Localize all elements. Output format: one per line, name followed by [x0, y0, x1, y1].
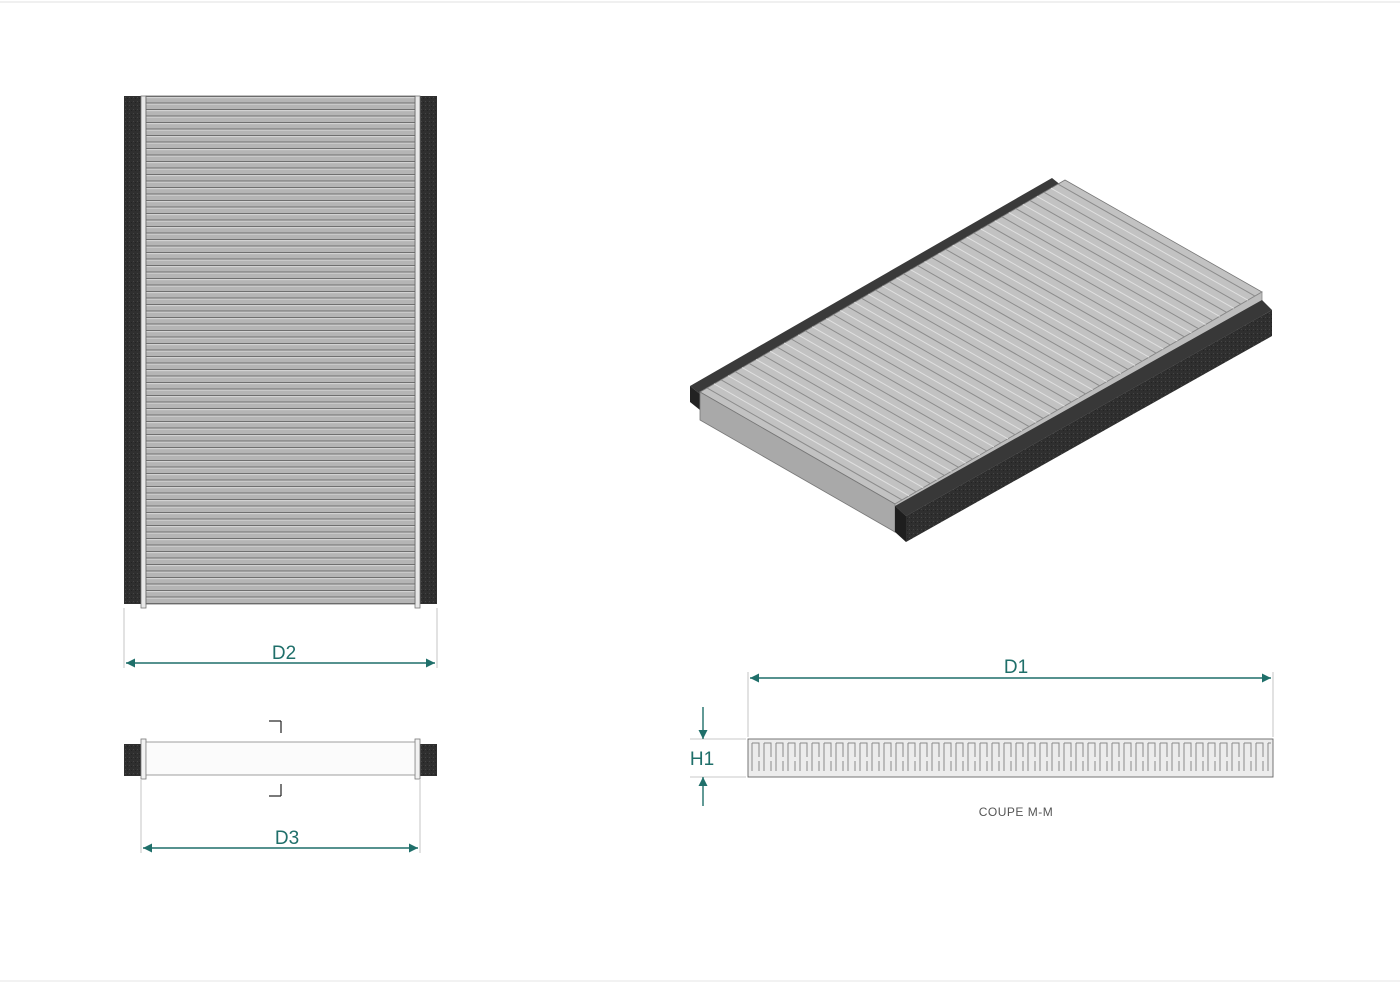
section-caption: COUPE M-M — [979, 805, 1054, 819]
iso-pleat-line — [1008, 212, 1206, 326]
iso-pleat-line — [805, 330, 1002, 444]
isometric-view — [690, 178, 1272, 542]
side-right-rail — [414, 738, 421, 780]
iso-pleat-line — [917, 265, 1115, 379]
iso-pleat-line — [1015, 208, 1213, 321]
iso-pleat-line — [861, 297, 1058, 411]
iso-pleat-line — [727, 375, 924, 489]
iso-pleat-line — [783, 342, 980, 456]
dimension-label-d2: D2 — [272, 643, 296, 664]
iso-pleat-line — [868, 293, 1065, 407]
iso-pleat-line — [840, 310, 1037, 423]
iso-pleat-line — [847, 305, 1044, 419]
iso-pleat-line — [966, 236, 1164, 350]
dimension-label-d3: D3 — [275, 828, 299, 849]
iso-pleat-line — [776, 346, 973, 460]
side-right-foam — [420, 744, 437, 776]
iso-pleat-line — [945, 248, 1143, 362]
front-view — [124, 95, 437, 609]
section-view — [747, 738, 1274, 778]
iso-pleat-line — [931, 257, 1129, 370]
iso-pleat-line — [720, 379, 917, 493]
iso-pleat-line — [938, 252, 1136, 366]
iso-pleat-line — [973, 232, 1171, 346]
iso-pleat-line — [882, 285, 1079, 399]
dimension-d2: D2 — [123, 608, 438, 668]
dimension-h1: H1 — [690, 707, 746, 806]
iso-pleat-line — [769, 350, 966, 464]
iso-back-foam-front — [690, 386, 700, 410]
iso-pleat-line — [952, 244, 1150, 358]
iso-pleat-line — [980, 228, 1178, 342]
side-left-foam — [124, 744, 141, 776]
iso-pleat-line — [875, 289, 1072, 403]
left-foam-seal — [124, 96, 141, 604]
left-frame-rail — [140, 95, 147, 609]
iso-pleat-line — [812, 326, 1009, 440]
iso-pleat-line — [713, 383, 910, 497]
pleated-media — [145, 95, 416, 605]
iso-pleat-line — [1029, 199, 1227, 313]
iso-pleat-line — [826, 318, 1023, 432]
iso-pleat-line — [1043, 191, 1242, 305]
side-media — [145, 741, 416, 776]
iso-pleat-line — [1001, 216, 1199, 330]
iso-pleat-line — [854, 301, 1051, 415]
iso-pleat-line — [1050, 187, 1249, 301]
right-frame-rail — [414, 95, 421, 609]
iso-front-foam-side — [906, 310, 1272, 542]
section-pleat-pattern — [750, 741, 1271, 775]
right-foam-seal — [420, 96, 437, 604]
iso-pleat-line — [959, 240, 1157, 354]
iso-pleat-line — [1022, 204, 1220, 317]
iso-pleat-line — [755, 358, 952, 472]
iso-pleat-lines — [706, 183, 1256, 501]
iso-pleat-line — [833, 314, 1030, 427]
iso-pleat-line — [741, 367, 938, 480]
iso-pleat-line — [791, 338, 987, 452]
dimension-d1: D1 — [747, 657, 1274, 737]
iso-pleat-line — [1036, 195, 1235, 309]
iso-pleat-line — [987, 224, 1185, 338]
dimension-label-h1: H1 — [690, 749, 714, 770]
iso-pleat-line — [819, 322, 1016, 436]
iso-pleat-line — [924, 261, 1122, 374]
iso-pleat-line — [748, 363, 945, 476]
dimension-label-d1: D1 — [1004, 657, 1028, 678]
iso-back-foam-top — [690, 178, 1062, 394]
iso-pleat-line — [1057, 183, 1256, 297]
iso-pleat-line — [734, 371, 931, 485]
side-view — [124, 720, 437, 797]
iso-pleat-line — [706, 387, 903, 501]
iso-pleat-line — [889, 281, 1086, 395]
iso-pleat-line — [994, 220, 1192, 334]
iso-front-foam-top — [895, 300, 1272, 516]
iso-pleat-line — [798, 334, 995, 448]
iso-pleat-line — [910, 269, 1107, 383]
iso-pleat-line — [903, 273, 1100, 387]
side-left-rail — [140, 738, 147, 780]
section-marker-top — [269, 720, 282, 733]
iso-front-foam-end — [895, 506, 906, 542]
iso-pleat-line — [762, 354, 959, 468]
dimension-d3: D3 — [140, 780, 421, 853]
section-marker-bottom — [269, 784, 282, 797]
iso-pleat-line — [896, 277, 1093, 391]
